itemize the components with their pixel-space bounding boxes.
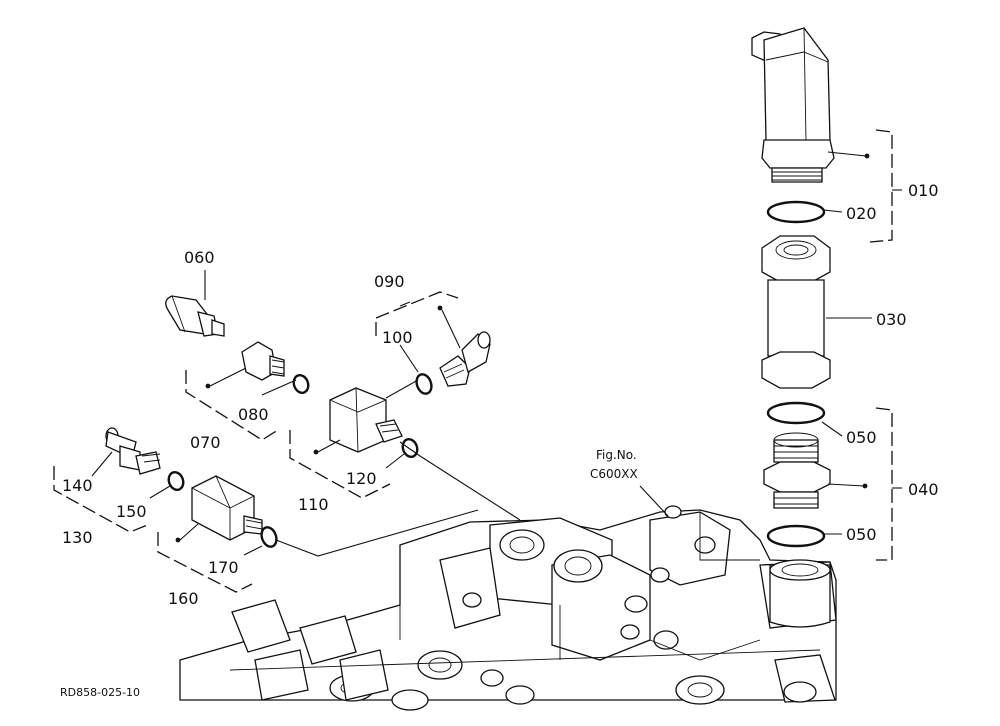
label-090: 090 [374, 272, 405, 291]
label-070: 070 [190, 433, 221, 452]
label-110: 110 [298, 495, 329, 514]
label-040: 040 [908, 480, 939, 499]
tee-fitting-140 [105, 427, 161, 475]
o-ring-150 [167, 471, 185, 491]
label-080: 080 [238, 405, 269, 424]
o-ring-170 [260, 526, 278, 548]
label-030: 030 [876, 310, 907, 329]
sensor-060 [165, 295, 225, 337]
label-120: 120 [346, 469, 377, 488]
control-valve-body [179, 505, 837, 711]
block-110 [329, 387, 403, 453]
middle-leaders [185, 270, 521, 521]
pressure-switch-010 [751, 27, 835, 183]
body-160 [191, 475, 263, 541]
label-010: 010 [908, 181, 939, 200]
label-050-upper: 050 [846, 428, 877, 447]
o-ring-100 [415, 373, 433, 395]
label-050-lower: 050 [846, 525, 877, 544]
label-020: 020 [846, 204, 877, 223]
label-130: 130 [62, 528, 93, 547]
label-160: 160 [168, 589, 199, 608]
label-150: 150 [116, 502, 147, 521]
lower-leaders [53, 451, 479, 593]
part-number-labels: 010 020 030 040 050 050 060 070 080 090 … [62, 181, 939, 608]
fig-ref-leader [639, 485, 669, 517]
label-060: 060 [184, 248, 215, 267]
figure-ref-line1: Fig.No. [596, 448, 637, 462]
adapter-070 [241, 341, 285, 381]
elbow-fitting-090 [439, 331, 491, 387]
figure-ref-line2: C600XX [590, 467, 638, 481]
label-100: 100 [382, 328, 413, 347]
right-leaders [821, 129, 902, 561]
o-ring-050-upper [766, 401, 826, 425]
adapter-040 [763, 432, 831, 509]
o-ring-050-lower [766, 524, 826, 548]
label-140: 140 [62, 476, 93, 495]
drawing-code: RD858-025-10 [60, 686, 140, 699]
o-ring-020 [766, 200, 826, 224]
o-ring-120 [401, 438, 419, 458]
label-170: 170 [208, 558, 239, 577]
sleeve-030 [761, 235, 831, 389]
o-ring-080 [292, 374, 310, 394]
